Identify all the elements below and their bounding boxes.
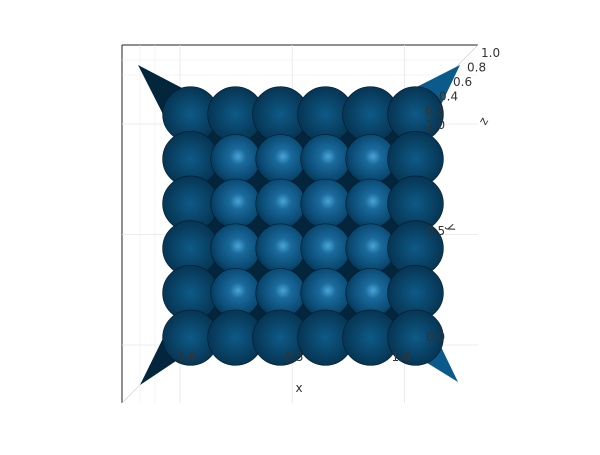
z-tick-label: 0.2	[425, 104, 444, 118]
surface-bump	[300, 134, 351, 184]
x-tick-label: 0.5	[284, 350, 303, 364]
y-tick-label: 0.5	[426, 224, 445, 238]
x-tick-labels: 0.0 0.5 1.0	[177, 350, 410, 364]
z-tick-labels: 0.20.40.60.81.0	[425, 46, 500, 118]
surface-bump	[387, 309, 444, 366]
surface-bump	[210, 178, 261, 229]
z-tick-label: 0.4	[439, 90, 458, 104]
z-tick-label: 0.8	[467, 61, 486, 75]
surface-bump	[210, 134, 261, 184]
surface-bump	[255, 223, 306, 274]
x-axis-label: x	[295, 381, 302, 395]
surface-base	[176, 100, 430, 352]
surface	[138, 65, 460, 385]
y-tick-label: 1.0	[426, 118, 445, 132]
y-axis-label: y	[444, 222, 460, 233]
x-tick-label: 1.0	[391, 350, 410, 364]
z-axis-label: z	[476, 115, 491, 127]
surface-bump	[300, 178, 351, 229]
x-tick-label: 0.0	[177, 350, 196, 364]
surface-bump	[255, 178, 306, 229]
surface-bump	[300, 223, 351, 274]
y-tick-labels: 0.0 0.5 1.0	[426, 118, 445, 344]
z-tick-label: 1.0	[481, 46, 500, 60]
z-tick-label: 0.6	[453, 75, 472, 89]
surface-bump	[255, 134, 306, 184]
surface-bump	[210, 223, 261, 274]
y-tick-label: 0.0	[426, 330, 445, 344]
